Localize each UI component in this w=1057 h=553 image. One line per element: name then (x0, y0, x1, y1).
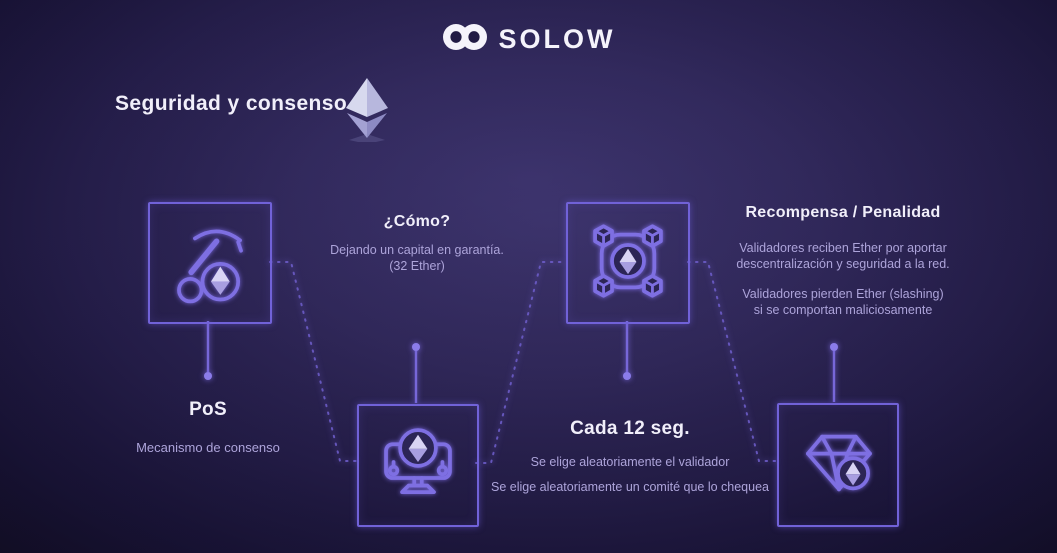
step-body-line: si se comportan maliciosamente (753, 303, 933, 317)
slide-title: Seguridad y consenso (115, 92, 348, 115)
step-caption-pos: PoS Mecanismo de consenso (108, 399, 308, 456)
step-body-line: Validadores reciben Ether por aportar (739, 241, 947, 255)
step-body-line: Mecanismo de consenso (136, 440, 280, 455)
step-body-line: descentralización y seguridad a la red. (736, 257, 950, 271)
staking-computer-icon (371, 416, 465, 515)
step-box-cada (566, 202, 690, 324)
step-heading-cada: Cada 12 seg. (570, 418, 690, 439)
step-body-line: Validadores pierden Ether (slashing) (742, 287, 944, 301)
step-caption-como: ¿Cómo? Dejando un capital en garantía. (… (297, 213, 537, 274)
step-heading-recompensa: Recompensa / Penalidad (745, 204, 941, 221)
step-box-recompensa (777, 403, 899, 527)
step-heading-como: ¿Cómo? (383, 213, 451, 230)
step-caption-recompensa: Recompensa / Penalidad Validadores recib… (683, 204, 1003, 318)
solow-logo-icon (442, 22, 488, 57)
diamond-reward-icon (791, 416, 885, 515)
step-box-como (357, 404, 479, 527)
ethereum-3d-icon (341, 74, 393, 147)
blockchain-network-icon (581, 214, 675, 313)
step-box-pos (148, 202, 272, 324)
step-body-line: Dejando un capital en garantía. (330, 243, 504, 257)
step-body-line: (32 Ether) (389, 259, 445, 273)
step-body-line: Se elige aleatoriamente un comité que lo… (491, 480, 769, 494)
step-body-line: Se elige aleatoriamente el validador (530, 455, 730, 469)
step-heading-pos: PoS (189, 399, 227, 420)
mining-pickaxe-icon (163, 214, 257, 313)
brand-name: SOLOW (498, 24, 616, 54)
step-caption-cada: Cada 12 seg. Se elige aleatoriamente el … (470, 418, 790, 495)
header-logo: SOLOW (0, 22, 1057, 57)
